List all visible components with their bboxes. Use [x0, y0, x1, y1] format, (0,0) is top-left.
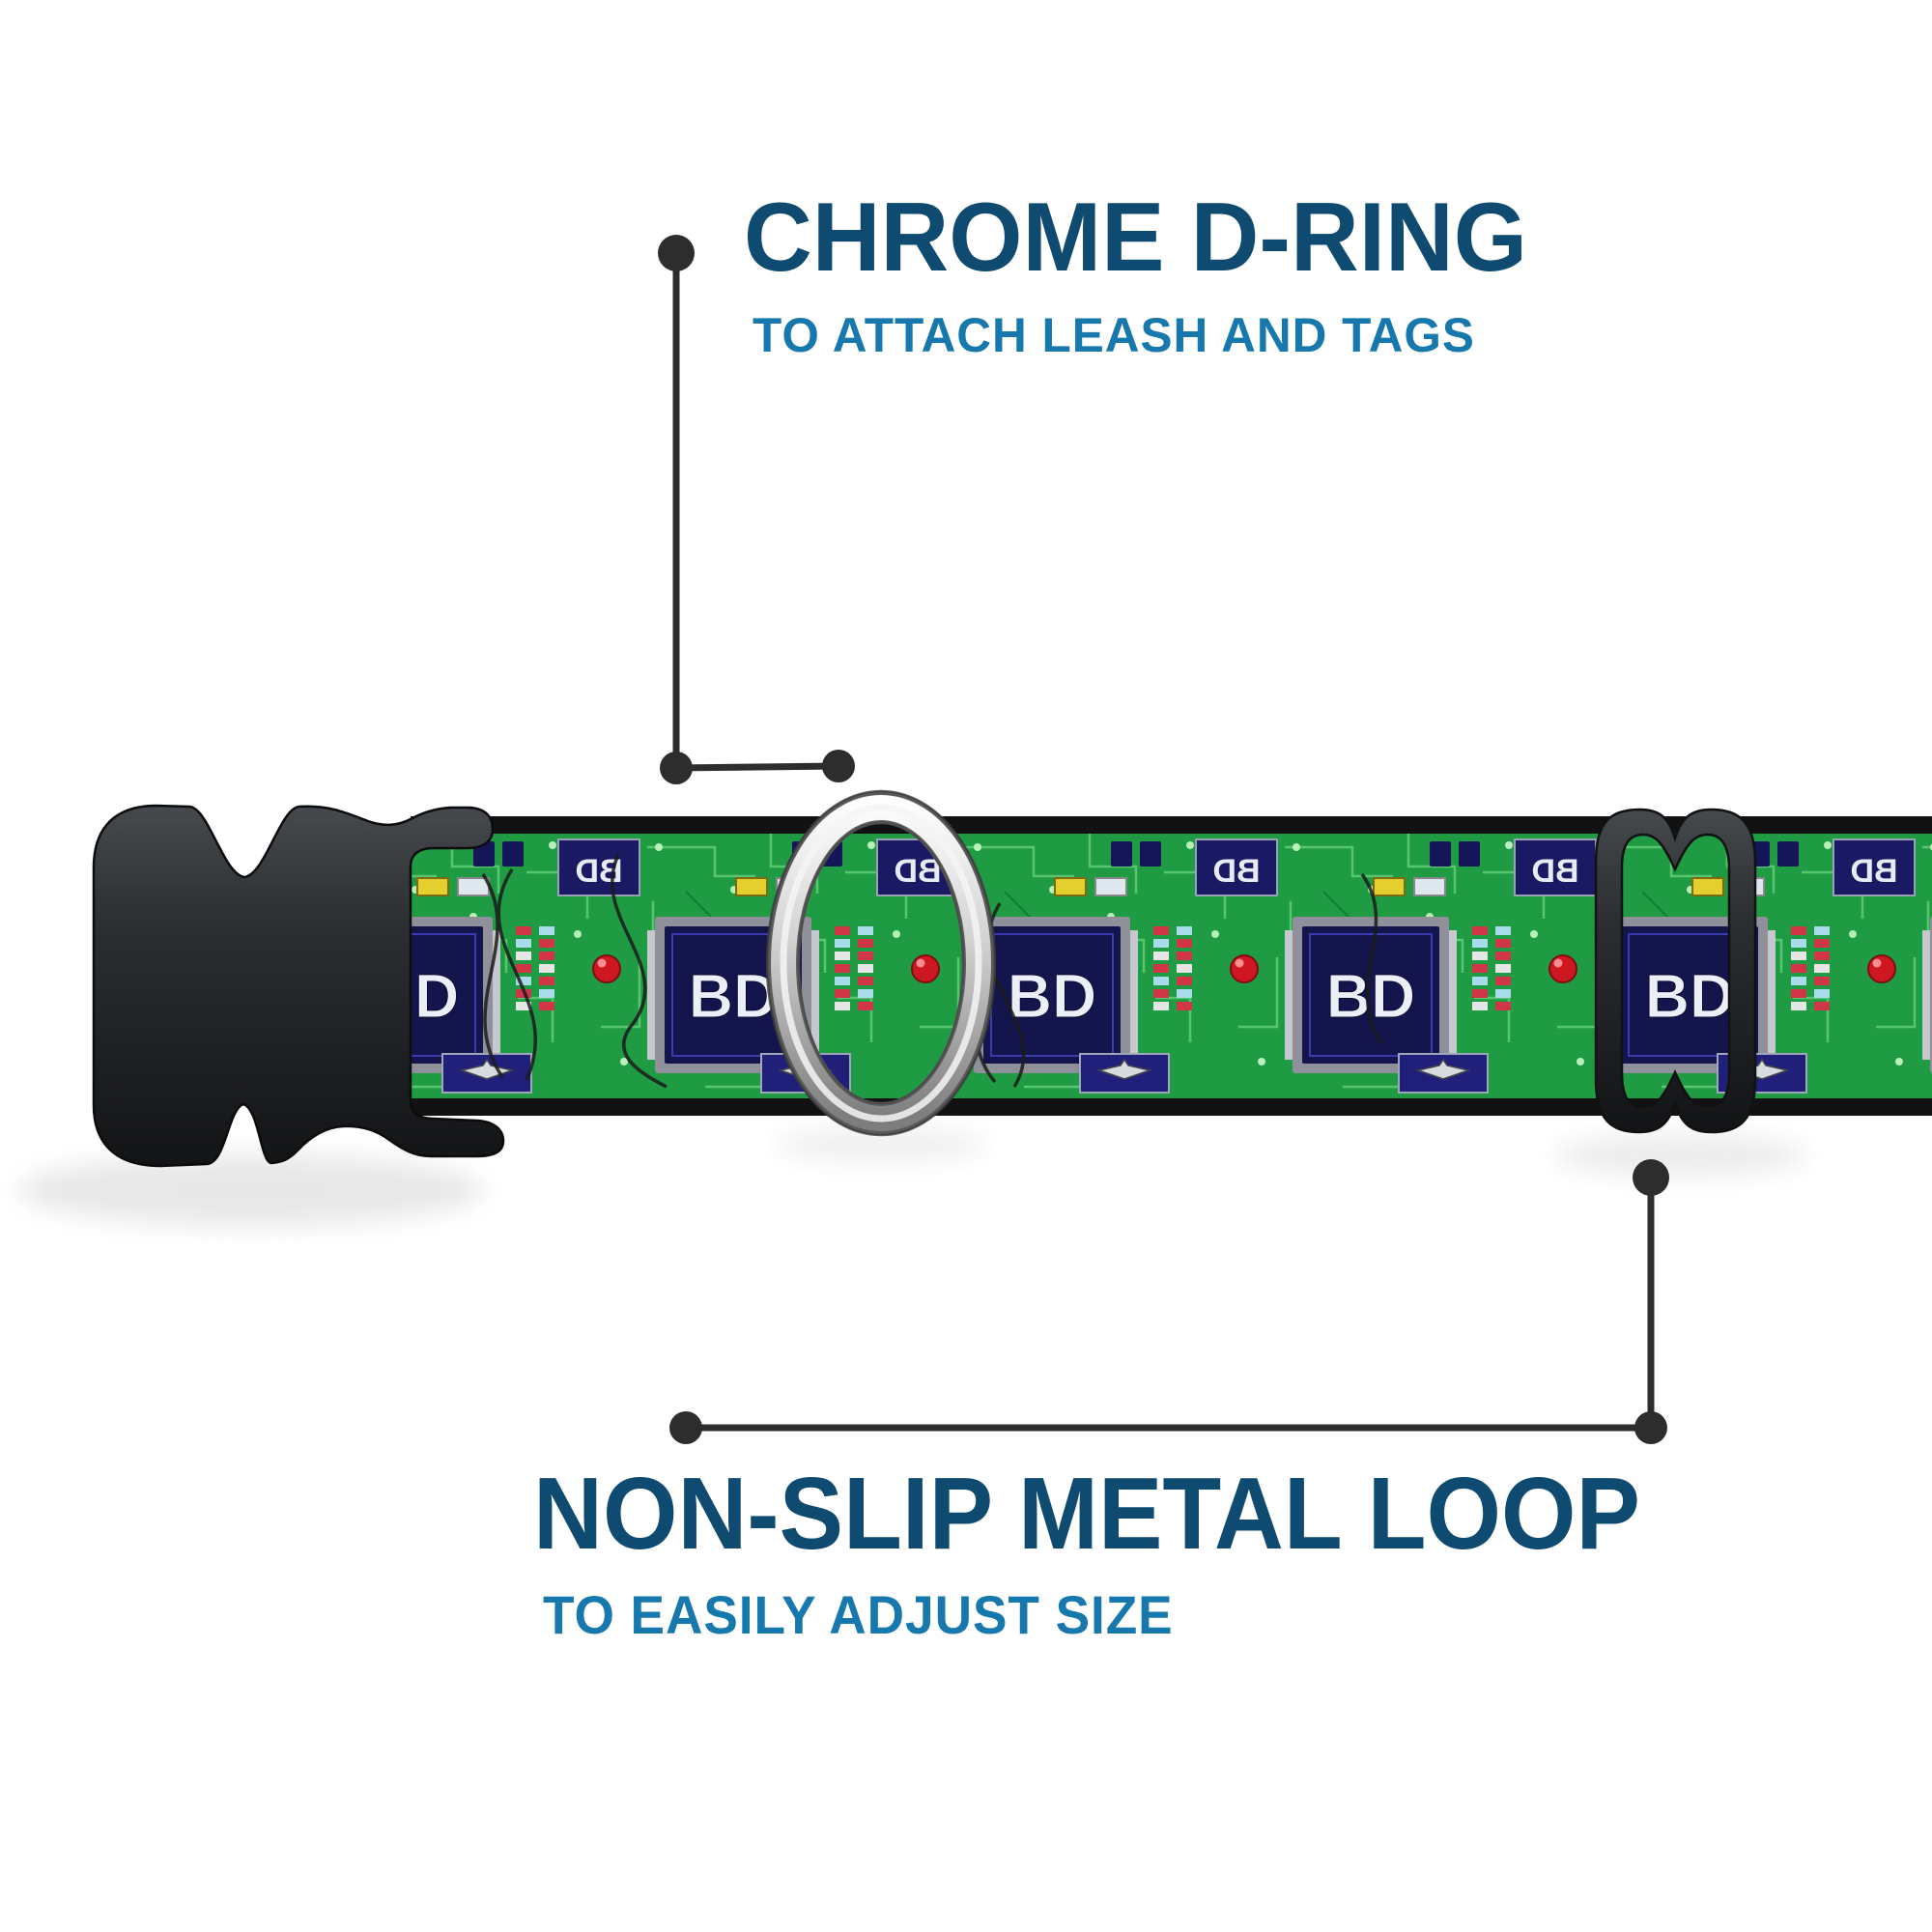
callout-dot	[660, 752, 693, 784]
callout-dot	[822, 750, 855, 782]
callout-lines	[658, 235, 1669, 1444]
d-ring-callout-subtitle: TO ATTACH LEASH AND TAGS	[753, 308, 1475, 362]
d-ring-callout-line	[658, 235, 855, 784]
metal-loop-callout-title: NON-SLIP METAL LOOP	[533, 1457, 1640, 1571]
callout-dot	[1634, 1411, 1667, 1444]
product-shadows	[19, 1127, 1806, 1227]
metal-loop-slider	[1594, 808, 1757, 1134]
chrome-d-ring	[765, 789, 997, 1137]
metal-loop-callout-line	[669, 1159, 1669, 1444]
pcb-pattern-area	[411, 834, 1932, 1098]
d-ring-callout-title: CHROME D-RING	[744, 184, 1527, 292]
metal-loop-callout-subtitle: TO EASILY ADJUST SIZE	[543, 1584, 1174, 1645]
strap-webbing	[411, 816, 1932, 1116]
callout-dot	[658, 235, 695, 271]
stitch-threads	[481, 854, 1383, 1089]
buckle	[92, 804, 505, 1168]
callout-dot	[669, 1411, 702, 1444]
callout-dot	[1633, 1159, 1669, 1196]
